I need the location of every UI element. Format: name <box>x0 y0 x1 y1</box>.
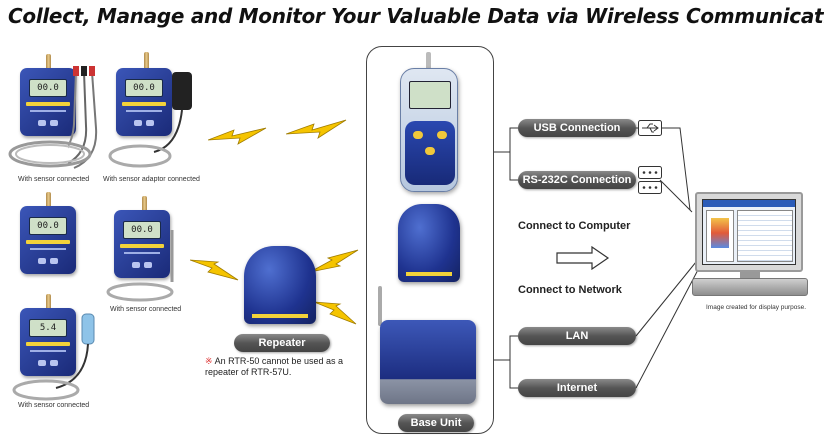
data-logger-3: 00.0 <box>20 206 76 274</box>
antenna <box>144 52 149 70</box>
keyboard <box>692 278 808 296</box>
sensor-adaptor-icon <box>108 72 192 168</box>
antenna <box>378 286 382 326</box>
arrow-right-icon <box>556 246 610 270</box>
monitor-stand <box>740 272 760 278</box>
connect-to-computer-label: Connect to Computer <box>518 220 631 232</box>
antenna <box>46 192 51 208</box>
data-logger-1: 00.0 <box>20 68 76 136</box>
probe-sensor-icon <box>106 230 174 302</box>
repeater-label: Repeater <box>234 334 330 352</box>
repeater-device <box>244 246 316 324</box>
logger-display: 00.0 <box>29 217 67 235</box>
lan-label: LAN <box>518 327 636 345</box>
data-logger-4: 00.0 <box>114 210 170 278</box>
antenna <box>426 52 431 70</box>
logger-display: 00.0 <box>29 79 67 97</box>
lightning-bolt-icon <box>208 127 267 145</box>
base-unit-receiver <box>398 204 460 282</box>
logger-caption: With sensor connected <box>18 402 90 409</box>
serial-port-icon <box>638 166 662 194</box>
logger-caption: With sensor connected <box>110 306 182 313</box>
rs232c-connection-label: RS-232C Connection <box>518 171 636 189</box>
logger-display: 00.0 <box>125 79 163 97</box>
handheld-base-unit <box>400 68 458 192</box>
usb-icon <box>638 120 662 136</box>
logger-caption: With sensor adaptor connected <box>103 176 200 183</box>
sensor-coil-icon <box>8 140 92 168</box>
data-logger-2: 00.0 <box>116 68 172 136</box>
antenna <box>142 196 147 212</box>
repeater-note-text: An RTR-50 cannot be used as a repeater o… <box>205 356 343 377</box>
lightning-bolt-icon <box>286 119 347 139</box>
lightning-bolt-icon <box>314 301 357 325</box>
internet-label: Internet <box>518 379 636 397</box>
data-logger-5: 5.4 <box>20 308 76 376</box>
logger-display: 5.4 <box>29 319 67 337</box>
note-mark: ※ <box>205 356 213 366</box>
network-base-unit <box>380 320 476 404</box>
computer-screen <box>702 199 796 265</box>
connect-to-network-label: Connect to Network <box>518 284 622 296</box>
lightning-bolt-icon <box>190 259 239 281</box>
usb-connection-label: USB Connection <box>518 119 636 137</box>
base-unit-label: Base Unit <box>398 414 474 432</box>
lightning-bolt-icon <box>310 249 359 273</box>
repeater-note: ※ An RTR-50 cannot be used as a repeater… <box>205 356 355 378</box>
logger-display: 00.0 <box>123 221 161 239</box>
logger-caption: With sensor connected <box>18 176 90 183</box>
antenna <box>46 294 51 310</box>
humidity-sensor-icon <box>12 313 95 401</box>
image-note: Image created for display purpose. <box>706 304 807 311</box>
antenna <box>46 54 51 70</box>
page-title: Collect, Manage and Monitor Your Valuabl… <box>8 4 824 28</box>
computer-monitor <box>695 192 803 272</box>
